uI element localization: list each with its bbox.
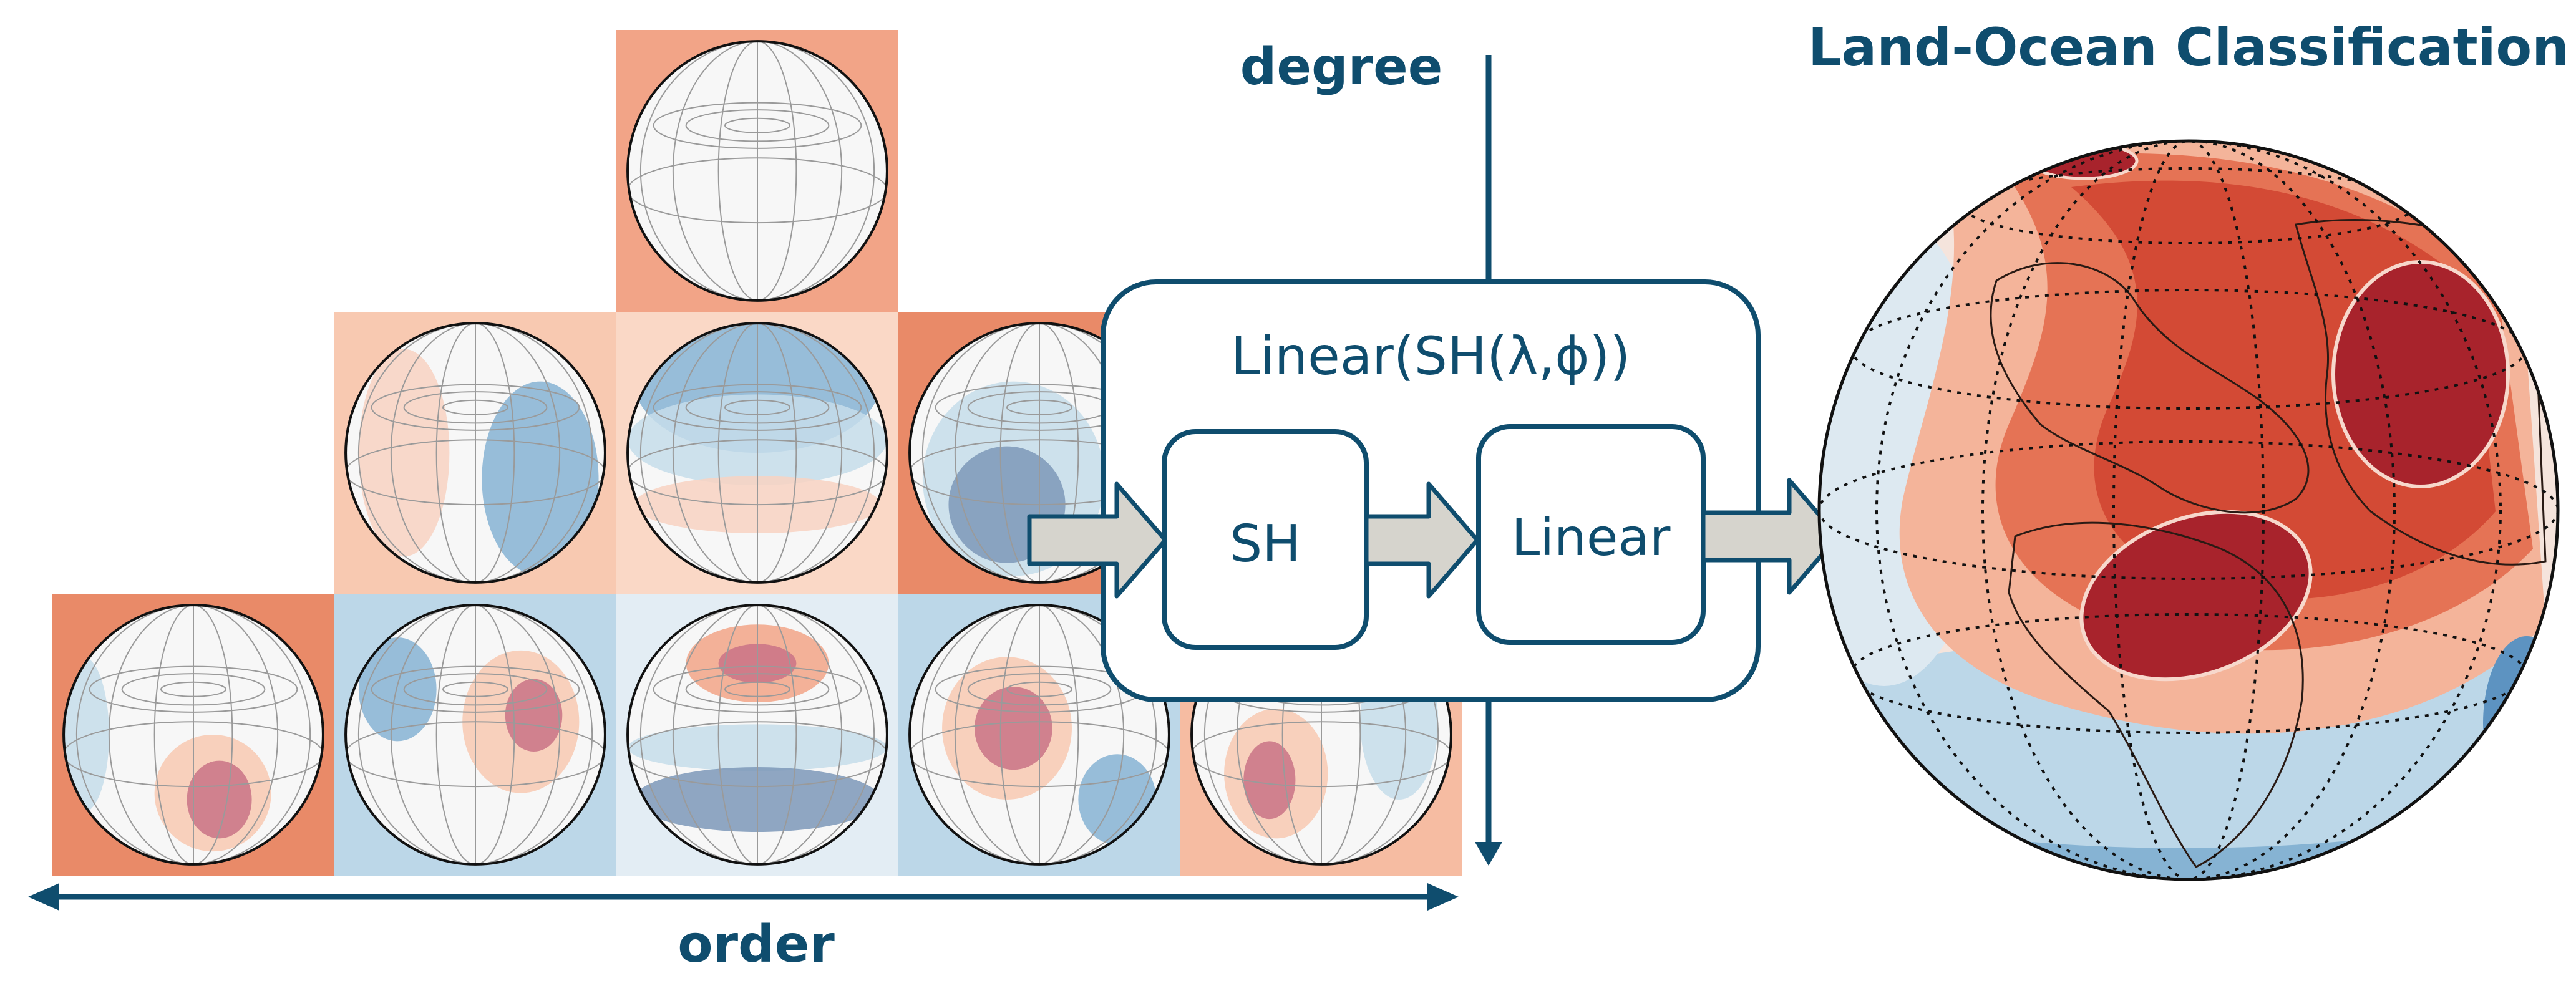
harmonic-pattern [628,323,887,583]
harmonic-graticule-line [639,605,875,864]
harmonic-lobe [505,679,563,752]
harmonic-pattern [346,605,605,864]
output-globe [1817,139,2560,881]
degree-axis-arrowhead [1475,842,1502,866]
graticule-line [1981,141,2396,879]
order-axis-right-arrowhead [1427,883,1459,911]
harmonic-graticule-line [1281,605,1361,864]
harmonic-lobe [975,687,1052,770]
harmonic-graticule-line [435,323,515,583]
order-label: order [678,915,835,974]
harmonic-graticule-line [435,605,515,864]
degree-label: degree [1240,37,1443,97]
model-box: Linear(SH(λ,ϕ)) SH Linear [1027,279,1840,702]
output-globe-outline [1817,139,2560,881]
harmonic-graticule-line [639,41,875,301]
output-title: Land-Ocean Classification [1808,17,2569,78]
harmonic-lobe [187,760,252,839]
harmonic-pattern [910,605,1169,864]
harmonic-lobe [1243,741,1296,820]
harmonic-graticule-line [1203,605,1439,864]
harmonic-pattern [64,605,323,864]
field-strong-red-africa [2079,510,2313,682]
harmonic-sphere-outline [344,604,606,866]
field-strong-red-east [2331,260,2510,488]
harmonic-sphere-outline [908,604,1170,866]
harmonic-graticule-line [717,605,797,864]
output-globe-field [1819,141,2558,879]
harmonic-cell [616,594,898,876]
graticule-line [2112,141,2265,879]
harmonic-cell [616,30,898,312]
harmonic-graticule-line [672,605,843,864]
harmonic-graticule-line [390,605,561,864]
harmonic-graticule-line [357,605,593,864]
order-axis-left-arrowhead [28,883,59,911]
harmonic-sphere-outline [344,322,606,584]
harmonic-cell [52,594,334,876]
harmonic-graticule-line [108,605,279,864]
sh-to-linear-arrow [1364,481,1480,599]
spherical-harmonics-grid [52,30,1462,876]
output-arrow [1701,478,1840,595]
harmonic-graticule-line [954,605,1125,864]
harmonic-graticule-line [717,41,797,301]
harmonic-pattern [628,605,887,864]
harmonic-cell [898,594,1180,876]
harmonic-graticule-line [75,605,311,864]
harmonic-graticule-line [639,323,875,583]
harmonic-graticule-line [1236,605,1407,864]
pipeline-label: Linear(SH(λ,ϕ)) [1231,326,1630,387]
harmonic-lobe [358,349,450,557]
harmonic-graticule-line [357,323,593,583]
harmonic-sphere-outline [626,604,888,866]
harmonic-graticule-line [153,605,233,864]
linear-block-label: Linear [1512,508,1671,568]
harmonic-pattern [346,323,605,583]
harmonic-lobe [482,381,599,576]
europe-outline [1990,262,2310,514]
harmonic-graticule-line [672,41,843,301]
harmonic-graticule-line [999,605,1079,864]
harmonic-graticule-line [921,605,1157,864]
harmonic-cell [616,312,898,594]
harmonic-graticule-line [672,323,843,583]
harmonic-cell [334,312,616,594]
harmonic-pattern [628,41,887,301]
harmonic-graticule-line [999,323,1079,583]
harmonic-graticule-line [390,323,561,583]
harmonic-cell [334,594,616,876]
harmonic-graticule-line [717,323,797,583]
harmonic-sphere-outline [62,604,324,866]
graticule-line [1875,141,2502,879]
harmonic-sphere-outline [626,322,888,584]
harmonic-sphere-outline [626,40,888,302]
input-arrow [1027,481,1168,599]
order-axis: order [28,883,1459,974]
sh-block-label: SH [1230,515,1301,574]
africa-outline [2008,521,2304,868]
